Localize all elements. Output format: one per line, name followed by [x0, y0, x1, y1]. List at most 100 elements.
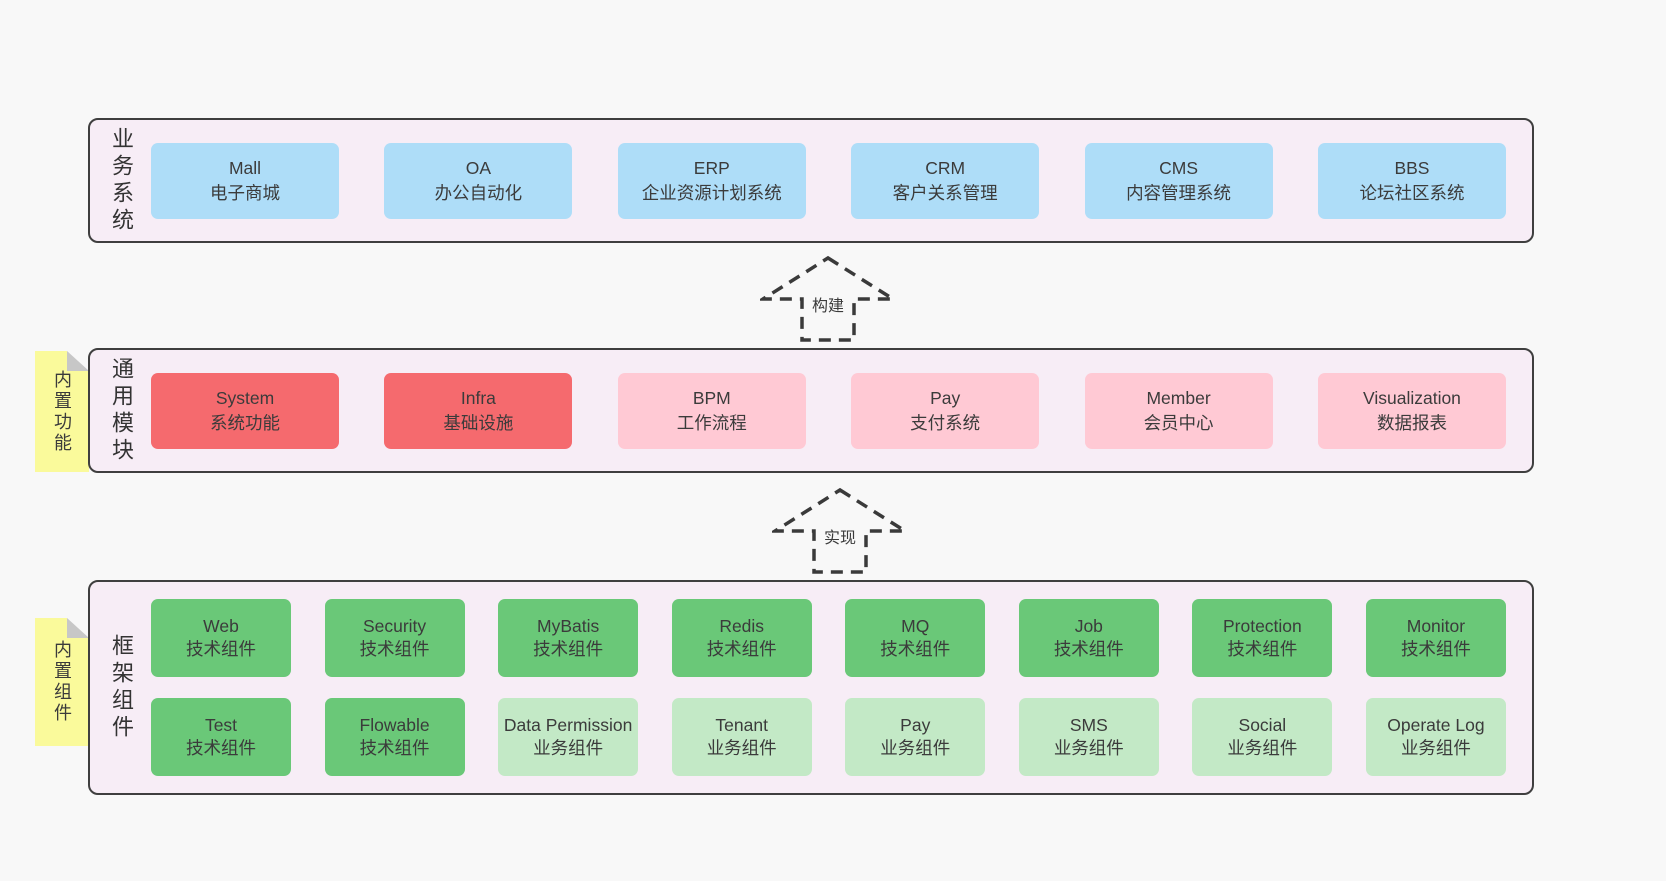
box-operate-log: Operate Log 业务组件 — [1365, 698, 1506, 776]
framework-components-rows: Web 技术组件 Security 技术组件 MyBatis 技术组件 Redi… — [137, 582, 1532, 793]
box-security: Security 技术组件 — [324, 599, 465, 677]
box-protection: Protection 技术组件 — [1192, 599, 1333, 677]
box-subtitle: 业务组件 — [1227, 738, 1298, 758]
dashed-up-arrow-icon — [760, 255, 896, 342]
layer-business-systems: 业务系统 Mall 电子商城 OA 办公自动化 ERP 企业资源计划系统 CRM… — [88, 118, 1534, 243]
box-mall: Mall 电子商城 — [151, 142, 339, 219]
dashed-up-arrow-icon — [772, 487, 908, 574]
box-subtitle: 系统功能 — [210, 412, 280, 433]
sticky-built-in-features: 内置功能 — [35, 351, 89, 472]
build-arrow: 构建 — [760, 255, 896, 343]
layer-label-common-modules: 通用模块 — [109, 356, 134, 465]
box-subtitle: 技术组件 — [880, 639, 951, 659]
box-mybatis: MyBatis 技术组件 — [498, 599, 639, 677]
box-subtitle: 内容管理系统 — [1126, 182, 1232, 203]
box-mq: MQ 技术组件 — [845, 599, 986, 677]
box-subtitle: 业务组件 — [1400, 738, 1471, 758]
box-pay-system: Pay 支付系统 — [851, 372, 1040, 449]
box-subtitle: 基础设施 — [443, 412, 514, 433]
box-subtitle: 数据报表 — [1376, 412, 1447, 433]
sticky-built-in-features-label: 内置功能 — [52, 369, 72, 454]
framework-row-1: Web 技术组件 Security 技术组件 MyBatis 技术组件 Redi… — [151, 599, 1506, 677]
box-title: BPM — [692, 387, 731, 408]
box-subtitle: 办公自动化 — [434, 182, 523, 203]
box-title: SMS — [1069, 715, 1108, 735]
box-infra: Infra 基础设施 — [384, 372, 573, 449]
box-crm: CRM 客户关系管理 — [851, 142, 1040, 219]
framework-row-2: Test 技术组件 Flowable 技术组件 Data Permission … — [151, 698, 1506, 776]
box-tenant: Tenant 业务组件 — [671, 698, 812, 776]
box-title: Mall — [228, 157, 262, 178]
box-subtitle: 技术组件 — [706, 639, 777, 659]
box-pay-component: Pay 业务组件 — [845, 698, 986, 776]
box-title: OA — [465, 157, 492, 178]
box-title: Tenant — [715, 715, 768, 735]
business-systems-box-row: Mall 电子商城 OA 办公自动化 ERP 企业资源计划系统 CRM 客户关系… — [137, 120, 1532, 241]
box-subtitle: 业务组件 — [706, 738, 777, 758]
box-sms: SMS 业务组件 — [1018, 698, 1159, 776]
box-title: MyBatis — [537, 616, 600, 636]
box-social: Social 业务组件 — [1192, 698, 1333, 776]
box-title: CRM — [925, 157, 966, 178]
box-bbs: BBS 论坛社区系统 — [1317, 142, 1506, 219]
box-subtitle: 业务组件 — [880, 738, 951, 758]
box-title: Job — [1074, 616, 1103, 636]
box-title: ERP — [693, 157, 730, 178]
box-subtitle: 电子商城 — [210, 182, 280, 203]
box-subtitle: 客户关系管理 — [892, 182, 998, 203]
box-title: BBS — [1394, 157, 1430, 178]
box-title: Flowable — [359, 715, 430, 735]
box-redis: Redis 技术组件 — [671, 599, 812, 677]
box-subtitle: 技术组件 — [186, 639, 256, 659]
box-title: Protection — [1222, 616, 1302, 636]
layer-label-framework-components: 框架组件 — [109, 633, 134, 742]
box-title: Social — [1238, 715, 1287, 735]
box-subtitle: 支付系统 — [910, 412, 981, 433]
box-subtitle: 论坛社区系统 — [1359, 182, 1465, 203]
box-title: Test — [204, 715, 238, 735]
box-job: Job 技术组件 — [1018, 599, 1159, 677]
box-title: MQ — [901, 616, 930, 636]
box-title: CMS — [1159, 157, 1198, 178]
box-flowable: Flowable 技术组件 — [324, 698, 465, 776]
box-monitor: Monitor 技术组件 — [1365, 599, 1506, 677]
sticky-built-in-components: 内置组件 — [35, 618, 89, 746]
box-subtitle: 技术组件 — [1400, 639, 1471, 659]
sticky-built-in-components-label: 内置组件 — [52, 640, 72, 724]
box-cms: CMS 内容管理系统 — [1084, 142, 1273, 219]
box-bpm: BPM 工作流程 — [617, 372, 806, 449]
box-web: Web 技术组件 — [151, 599, 291, 677]
layer-common-modules: 通用模块 System 系统功能 Infra 基础设施 BPM 工作流程 Pay… — [88, 348, 1534, 473]
box-subtitle: 技术组件 — [533, 639, 604, 659]
box-title: Visualization — [1362, 387, 1461, 408]
box-subtitle: 技术组件 — [186, 738, 256, 758]
box-title: Pay — [930, 387, 961, 408]
common-modules-box-row: System 系统功能 Infra 基础设施 BPM 工作流程 Pay 支付系统… — [137, 350, 1532, 471]
implement-arrow: 实现 — [772, 487, 908, 575]
box-subtitle: 会员中心 — [1143, 412, 1214, 433]
box-subtitle: 技术组件 — [359, 639, 430, 659]
box-title: Operate Log — [1387, 715, 1485, 735]
build-arrow-label: 构建 — [807, 291, 849, 317]
box-subtitle: 技术组件 — [359, 738, 430, 758]
box-title: Security — [362, 616, 427, 636]
layer-label-business-systems: 业务系统 — [109, 126, 134, 235]
box-title: Infra — [460, 387, 496, 408]
box-system: System 系统功能 — [151, 372, 339, 449]
box-title: Web — [203, 616, 239, 636]
box-title: Monitor — [1406, 616, 1466, 636]
box-subtitle: 工作流程 — [676, 412, 747, 433]
box-member: Member 会员中心 — [1084, 372, 1273, 449]
box-title: System — [215, 387, 275, 408]
box-subtitle: 业务组件 — [1053, 738, 1124, 758]
box-erp: ERP 企业资源计划系统 — [617, 142, 806, 219]
layer-framework-components: 框架组件 Web 技术组件 Security 技术组件 MyBatis 技术组件… — [88, 580, 1534, 795]
box-test: Test 技术组件 — [151, 698, 291, 776]
box-title: Redis — [719, 616, 765, 636]
implement-arrow-label: 实现 — [819, 523, 861, 549]
box-data-permission: Data Permission 业务组件 — [498, 698, 639, 776]
box-subtitle: 技术组件 — [1227, 639, 1298, 659]
box-subtitle: 业务组件 — [533, 738, 604, 758]
box-oa: OA 办公自动化 — [384, 142, 573, 219]
